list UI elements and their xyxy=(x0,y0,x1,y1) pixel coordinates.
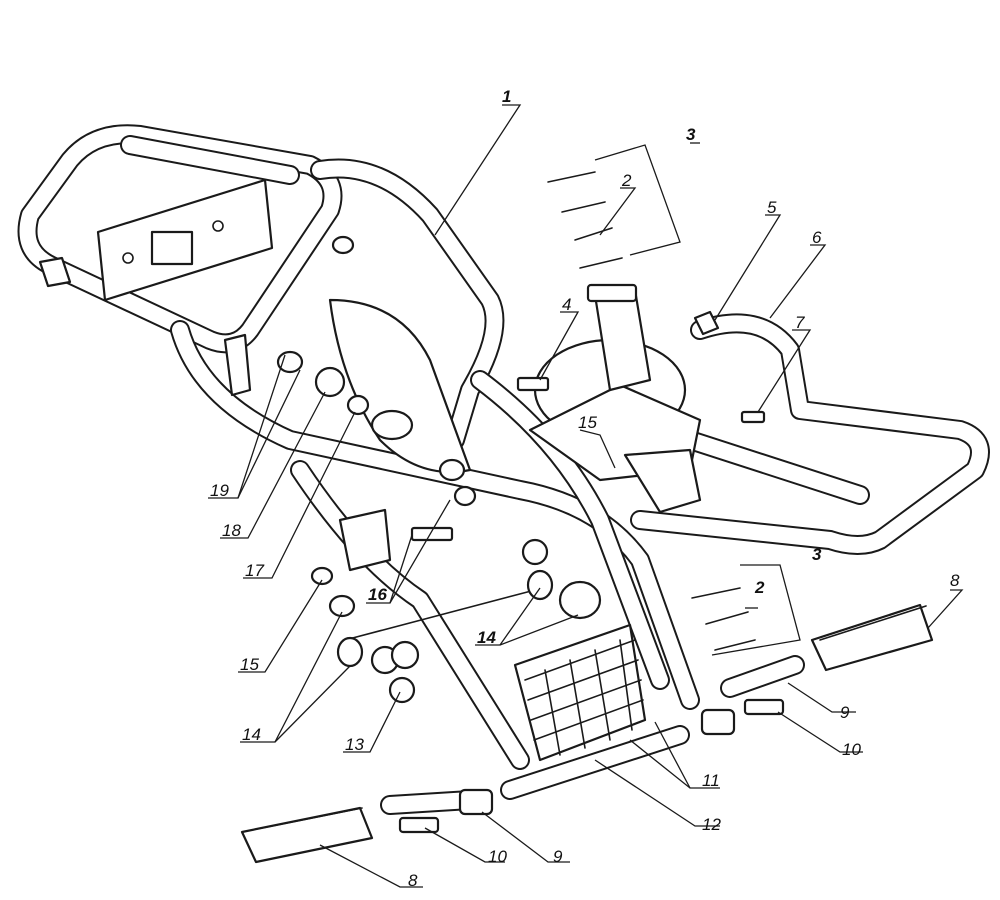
callout-15-left: 15 xyxy=(240,655,259,674)
callout-2-top: 2 xyxy=(621,171,632,190)
callout-labels: 1 2 3 4 5 6 7 15 19 18 17 16 15 14 14 13… xyxy=(210,87,960,890)
loose-parts xyxy=(240,171,934,864)
callout-19: 19 xyxy=(210,481,229,500)
callout-14-left: 14 xyxy=(242,725,261,744)
callout-17: 17 xyxy=(245,561,264,580)
leader-lines xyxy=(208,104,964,888)
callout-6: 6 xyxy=(812,228,822,247)
callout-5: 5 xyxy=(767,198,777,217)
callout-8-left: 8 xyxy=(408,871,418,890)
callout-13: 13 xyxy=(345,735,364,754)
callout-2-bottom: 2 xyxy=(754,578,765,597)
callout-7: 7 xyxy=(795,313,805,332)
front-rack xyxy=(17,124,343,354)
main-frame xyxy=(170,158,700,770)
callout-10-left: 10 xyxy=(488,847,507,866)
callout-1: 1 xyxy=(502,87,511,106)
callout-4: 4 xyxy=(562,295,571,314)
callout-3-top: 3 xyxy=(686,125,696,144)
callout-15-top: 15 xyxy=(578,413,597,432)
callout-12: 12 xyxy=(702,815,721,834)
callout-10-right: 10 xyxy=(842,740,861,759)
callout-14-center: 14 xyxy=(477,628,496,647)
callout-18: 18 xyxy=(222,521,241,540)
skid-plate xyxy=(513,623,647,762)
callout-9-left: 9 xyxy=(553,847,563,866)
rear-rack xyxy=(528,283,990,555)
callout-8-right: 8 xyxy=(950,571,960,590)
callout-11: 11 xyxy=(702,771,720,790)
callout-3-bottom: 3 xyxy=(812,545,822,564)
callout-16: 16 xyxy=(368,585,387,604)
callout-9-right: 9 xyxy=(840,703,850,722)
